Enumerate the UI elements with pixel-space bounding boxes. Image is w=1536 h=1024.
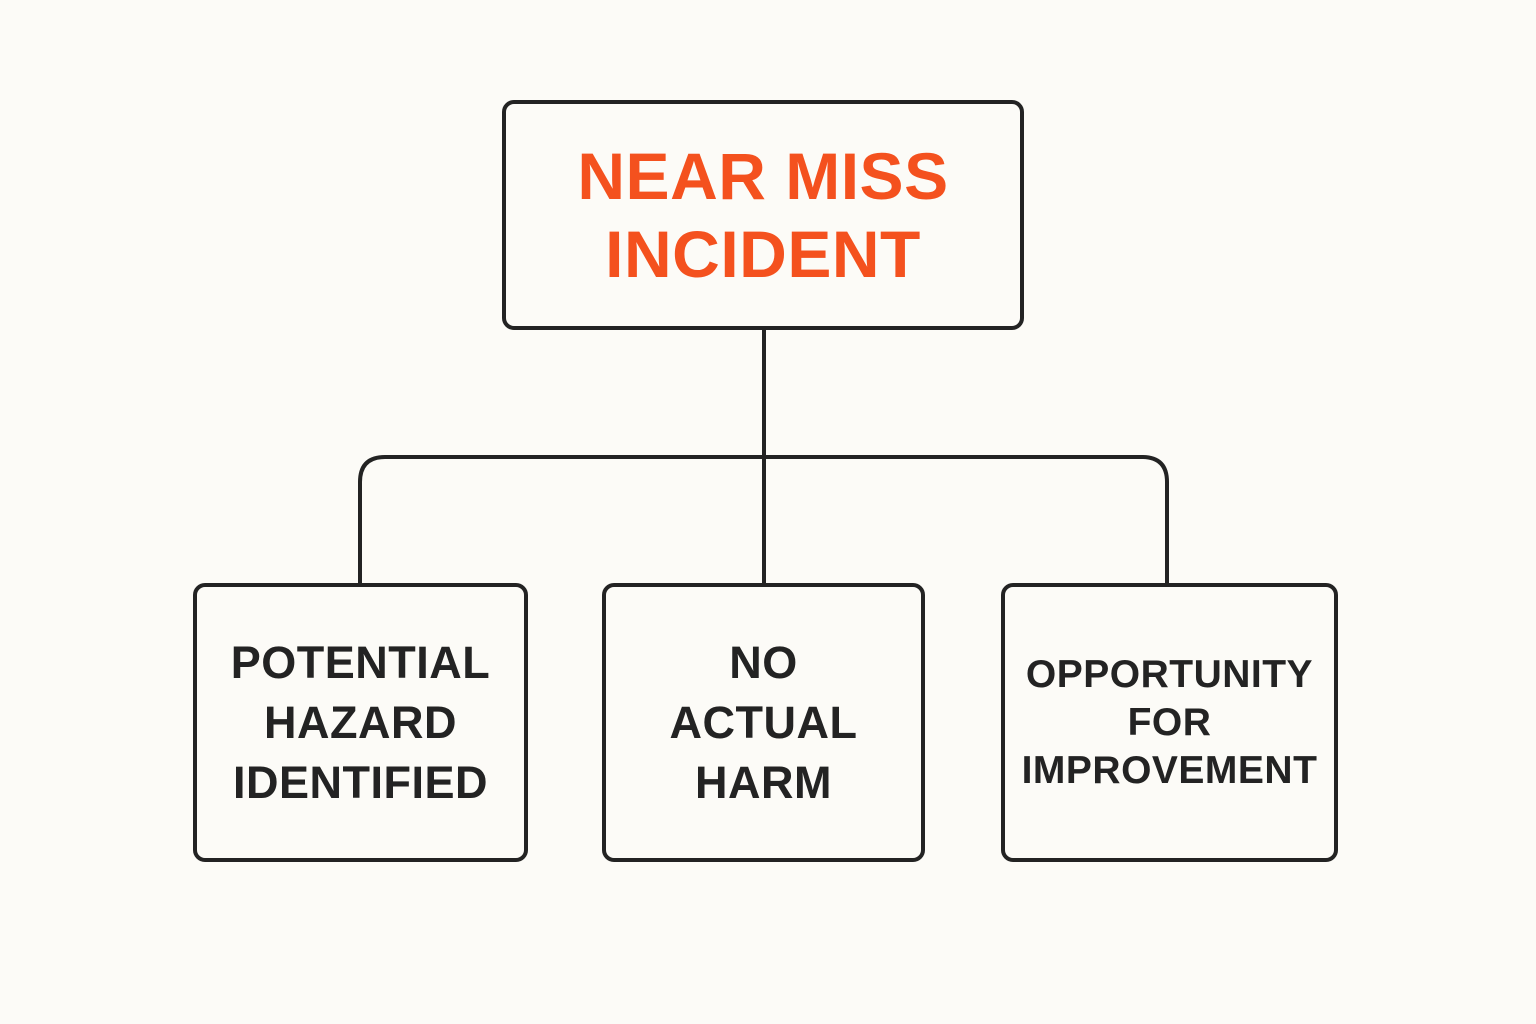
child-node-potential-hazard: POTENTIAL HAZARD IDENTIFIED (193, 583, 528, 862)
connector-branch-bar (358, 455, 1169, 583)
child-node-label: POTENTIAL HAZARD IDENTIFIED (230, 636, 491, 808)
child-node-opportunity-for-improvement: OPPORTUNITY FOR IMPROVEMENT (1001, 583, 1338, 862)
root-node-near-miss-incident: NEAR MISS INCIDENT (502, 100, 1024, 330)
child-node-label: OPPORTUNITY FOR IMPROVEMENT (1021, 652, 1318, 792)
child-node-label: NO ACTUAL HARM (669, 636, 858, 808)
child-node-no-actual-harm: NO ACTUAL HARM (602, 583, 925, 862)
root-node-label: NEAR MISS INCIDENT (577, 139, 949, 291)
